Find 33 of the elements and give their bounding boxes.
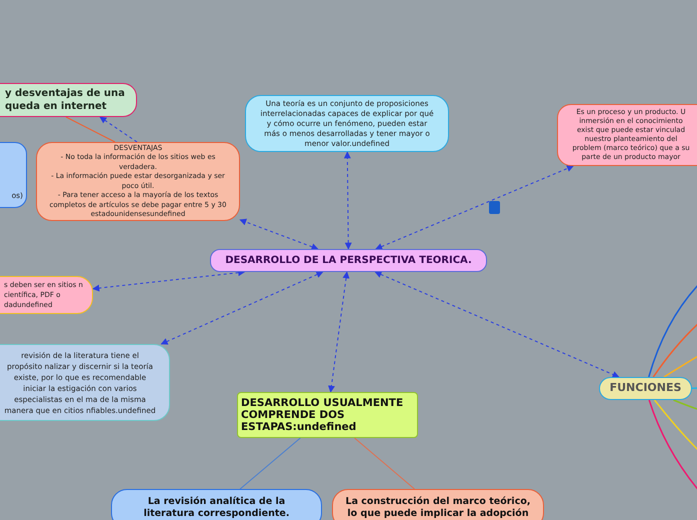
topic-box bbox=[332, 489, 544, 520]
connector-line bbox=[240, 438, 301, 490]
subtopic-box bbox=[237, 392, 418, 438]
node-text: La revisión analítica de la literatura correspondiente. bbox=[142, 496, 290, 520]
node-text: y desventajas de una queda en internet bbox=[5, 87, 126, 113]
central-topic-box bbox=[210, 249, 487, 272]
topic-box bbox=[111, 489, 322, 520]
node-text: DESARROLLO USUALMENTE COMPRENDE DOS ESTAPAS:undefined bbox=[241, 397, 404, 433]
dashed-arrow bbox=[160, 271, 324, 345]
node-text: La construcción del marco teórico, lo que puede implicar la adopción bbox=[345, 496, 531, 520]
connector-line bbox=[66, 116, 116, 142]
connector-line bbox=[664, 354, 697, 378]
dashed-arrow bbox=[99, 116, 138, 142]
topic-box bbox=[557, 104, 697, 166]
dashed-arrow bbox=[92, 269, 246, 292]
topic-box bbox=[245, 95, 449, 152]
connector-line bbox=[652, 321, 697, 378]
dashed-arrow bbox=[344, 151, 352, 250]
dashed-arrow bbox=[375, 165, 574, 250]
dashed-arrow bbox=[328, 271, 350, 393]
topic-box bbox=[599, 377, 692, 400]
dashed-arrow bbox=[239, 218, 319, 250]
topic-box bbox=[36, 142, 240, 221]
topic-box bbox=[0, 83, 137, 117]
connector-line bbox=[648, 282, 697, 378]
node-text: FUNCIONES bbox=[610, 380, 682, 396]
connector-line bbox=[673, 399, 697, 411]
topic-box bbox=[0, 344, 170, 421]
connector-line bbox=[654, 400, 697, 453]
dashed-arrow bbox=[374, 271, 620, 378]
connector-line bbox=[354, 438, 415, 490]
topic-box bbox=[0, 276, 93, 314]
node-text: DESARROLLO DE LA PERSPECTIVA TEORICA. bbox=[225, 254, 472, 268]
